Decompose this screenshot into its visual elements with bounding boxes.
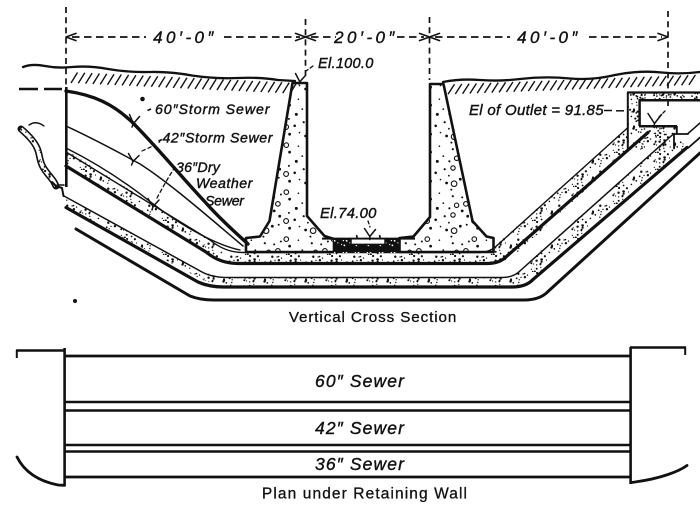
svg-text:60″ Sewer: 60″ Sewer <box>315 371 405 391</box>
svg-text:40′-0″: 40′-0″ <box>517 28 581 47</box>
svg-text:El.100.0: El.100.0 <box>318 56 374 72</box>
svg-text:20′-0″: 20′-0″ <box>333 28 398 47</box>
svg-text:36″ Sewer: 36″ Sewer <box>315 454 405 474</box>
svg-text:42″ Sewer: 42″ Sewer <box>315 418 405 438</box>
svg-text:.42″Storm Sewer: .42″Storm Sewer <box>158 131 274 147</box>
svg-text:El of Outlet = 91.85: El of Outlet = 91.85 <box>469 102 604 119</box>
svg-text:36″Dry: 36″Dry <box>176 160 221 176</box>
svg-text:Sewer: Sewer <box>205 194 245 210</box>
svg-text:60″Storm Sewer: 60″Storm Sewer <box>155 102 271 118</box>
svg-text:El.74.00: El.74.00 <box>320 206 377 222</box>
svg-text:Vertical Cross Section: Vertical Cross Section <box>289 309 457 326</box>
svg-text:Plan under Retaining Wall: Plan under Retaining Wall <box>262 486 468 503</box>
svg-text:Weather: Weather <box>196 176 254 192</box>
svg-text:40′-0″: 40′-0″ <box>153 28 217 47</box>
